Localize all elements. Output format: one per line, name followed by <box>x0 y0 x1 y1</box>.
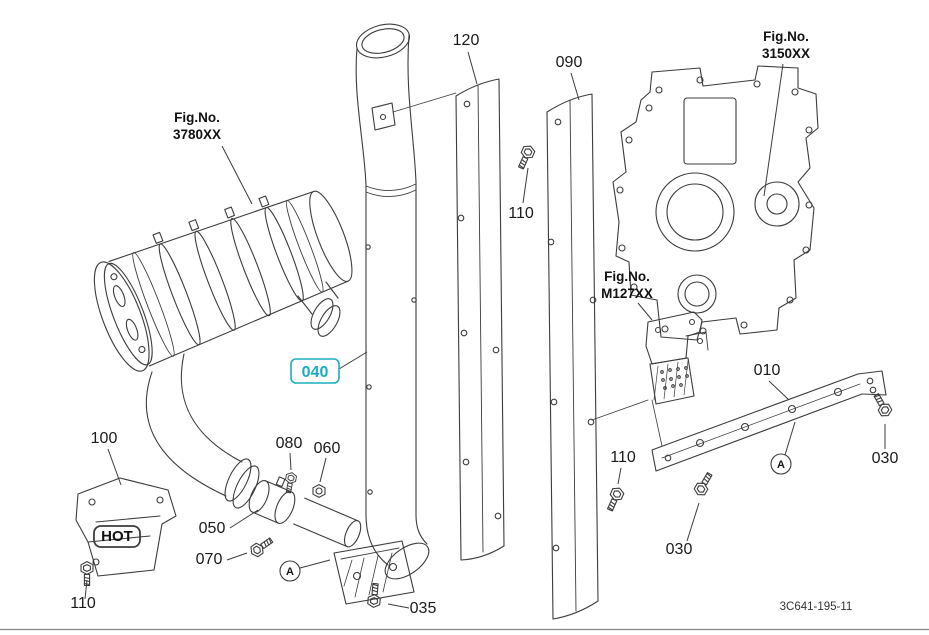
fig-ref-3150-line1[interactable]: Fig.No. <box>763 29 809 44</box>
part-label-110-right[interactable]: 110 <box>610 449 636 466</box>
fig-ref-3780-line1[interactable]: Fig.No. <box>174 110 220 125</box>
highlight-box <box>290 358 340 384</box>
part-label-100[interactable]: 100 <box>91 430 118 447</box>
part-label-090[interactable]: 090 <box>556 54 583 71</box>
datum-marker-a-left: A <box>279 560 301 582</box>
fig-ref-m127-line1[interactable]: Fig.No. <box>604 269 650 284</box>
alignment-line <box>392 92 457 113</box>
nut-060-icon <box>312 484 326 498</box>
fig-ref-m127-line2[interactable]: M127XX <box>601 286 653 301</box>
elbow-pipe <box>145 353 260 509</box>
callout-labels: 120 090 110 040 010 100 080 060 110 030 … <box>70 29 898 617</box>
leader-lines <box>84 51 886 609</box>
clamp-050 <box>248 476 296 524</box>
part-label-050[interactable]: 050 <box>199 520 226 537</box>
shield-cover-120 <box>455 78 505 561</box>
fig-ref-m127[interactable]: Fig.No. M127XX <box>601 269 653 301</box>
muffler-outlet-stub <box>297 281 341 337</box>
part-label-120[interactable]: 120 <box>453 32 480 49</box>
bolt-035-icon <box>366 582 383 609</box>
bolt-110-top-icon <box>514 143 537 171</box>
part-label-035[interactable]: 035 <box>410 600 437 617</box>
fig-ref-3150-line2[interactable]: 3150XX <box>762 46 810 61</box>
part-label-080[interactable]: 080 <box>276 435 303 452</box>
stay-bracket-010 <box>651 370 887 472</box>
datum-marker-a-right: A <box>770 453 792 475</box>
fig-ref-3150[interactable]: Fig.No. 3150XX <box>762 29 810 61</box>
part-label-110-top[interactable]: 110 <box>508 205 534 222</box>
part-label-030-right[interactable]: 030 <box>872 450 899 467</box>
heat-shield-100 <box>75 477 177 577</box>
bracket-m127 <box>591 311 709 447</box>
part-label-110-bottom[interactable]: 110 <box>70 595 96 612</box>
bolt-070-icon <box>247 534 276 560</box>
bolt-080-icon <box>282 471 298 494</box>
shield-cover-090 <box>546 93 599 620</box>
engine-housing <box>612 65 819 341</box>
part-label-030-bottom[interactable]: 030 <box>666 541 693 558</box>
pipe-bottom-bracket <box>333 540 415 605</box>
datum-marker-a-right-label: A <box>777 459 785 471</box>
highlighted-part-040[interactable]: 040 <box>290 358 340 384</box>
datum-marker-a-left-label: A <box>286 566 294 578</box>
inlet-stub-pipe <box>293 497 362 548</box>
part-label-040[interactable]: 040 <box>302 364 329 381</box>
part-label-060[interactable]: 060 <box>314 440 341 457</box>
fig-ref-3780[interactable]: Fig.No. 3780XX <box>173 110 221 142</box>
muffler-assembly <box>93 190 353 372</box>
fig-ref-3780-line2[interactable]: 3780XX <box>173 127 221 142</box>
part-label-010[interactable]: 010 <box>754 362 781 379</box>
bolt-030-right-icon <box>870 391 894 420</box>
bolt-030-bottom-icon <box>692 470 716 499</box>
hot-warning-label: HOT <box>101 528 133 545</box>
drawing-number: 3C641-195-11 <box>780 601 853 613</box>
part-label-070[interactable]: 070 <box>196 551 223 568</box>
exhaust-pipe-040 <box>355 23 430 580</box>
bolt-110-right-icon <box>603 485 626 513</box>
